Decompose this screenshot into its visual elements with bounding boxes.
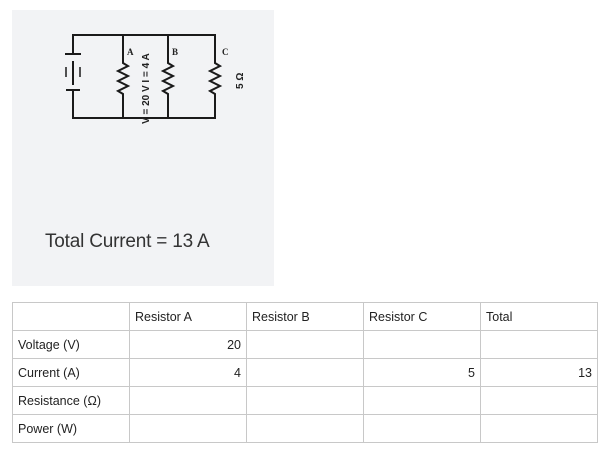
table-cell[interactable] bbox=[480, 330, 598, 359]
circuit-figure: A B C V = 20 V I = 4 A 5 Ω Total Current… bbox=[12, 10, 274, 286]
header-resistor-b: Resistor B bbox=[246, 302, 364, 331]
table-cell[interactable] bbox=[363, 386, 481, 415]
label-b: B bbox=[172, 47, 178, 57]
battery-icon bbox=[65, 53, 81, 91]
table-cell[interactable] bbox=[363, 330, 481, 359]
table-cell[interactable] bbox=[129, 386, 247, 415]
row-label: Power (W) bbox=[12, 414, 130, 443]
table-row-resistance: Resistance (Ω) bbox=[12, 386, 598, 415]
table-cell[interactable] bbox=[246, 330, 364, 359]
table-cell[interactable] bbox=[480, 414, 598, 443]
table-cell[interactable] bbox=[246, 414, 364, 443]
total-current-label: Total Current = 13 A bbox=[45, 231, 210, 252]
label-c: C bbox=[222, 47, 229, 57]
table-cell[interactable] bbox=[129, 414, 247, 443]
table-cell[interactable] bbox=[363, 414, 481, 443]
table-cell[interactable] bbox=[246, 358, 364, 387]
row-label: Resistance (Ω) bbox=[12, 386, 130, 415]
header-resistor-c: Resistor C bbox=[363, 302, 481, 331]
table-cell[interactable]: 5 bbox=[363, 358, 481, 387]
resistor-data-table: Resistor A Resistor B Resistor C Total V… bbox=[12, 302, 598, 443]
resistor-b bbox=[160, 34, 176, 119]
resistor-c bbox=[207, 34, 223, 119]
header-resistor-a: Resistor A bbox=[129, 302, 247, 331]
header-cell-empty bbox=[12, 302, 130, 331]
table-row-current: Current (A) 4 5 13 bbox=[12, 358, 598, 387]
row-label: Voltage (V) bbox=[12, 330, 130, 359]
header-total: Total bbox=[480, 302, 598, 331]
table-cell[interactable]: 20 bbox=[129, 330, 247, 359]
table-cell[interactable] bbox=[246, 386, 364, 415]
circuit-diagram: A B C V = 20 V I = 4 A 5 Ω bbox=[65, 34, 246, 124]
resistor-a-voltage-current: V = 20 V I = 4 A bbox=[141, 53, 152, 124]
table-row-voltage: Voltage (V) 20 bbox=[12, 330, 598, 359]
row-label: Current (A) bbox=[12, 358, 130, 387]
table-cell[interactable] bbox=[480, 386, 598, 415]
table-row-power: Power (W) bbox=[12, 414, 598, 443]
table-cell[interactable]: 13 bbox=[480, 358, 598, 387]
label-a: A bbox=[127, 47, 134, 57]
resistor-a bbox=[115, 34, 131, 119]
table-header-row: Resistor A Resistor B Resistor C Total bbox=[12, 302, 598, 331]
resistor-c-resistance: 5 Ω bbox=[235, 73, 246, 89]
table-cell[interactable]: 4 bbox=[129, 358, 247, 387]
